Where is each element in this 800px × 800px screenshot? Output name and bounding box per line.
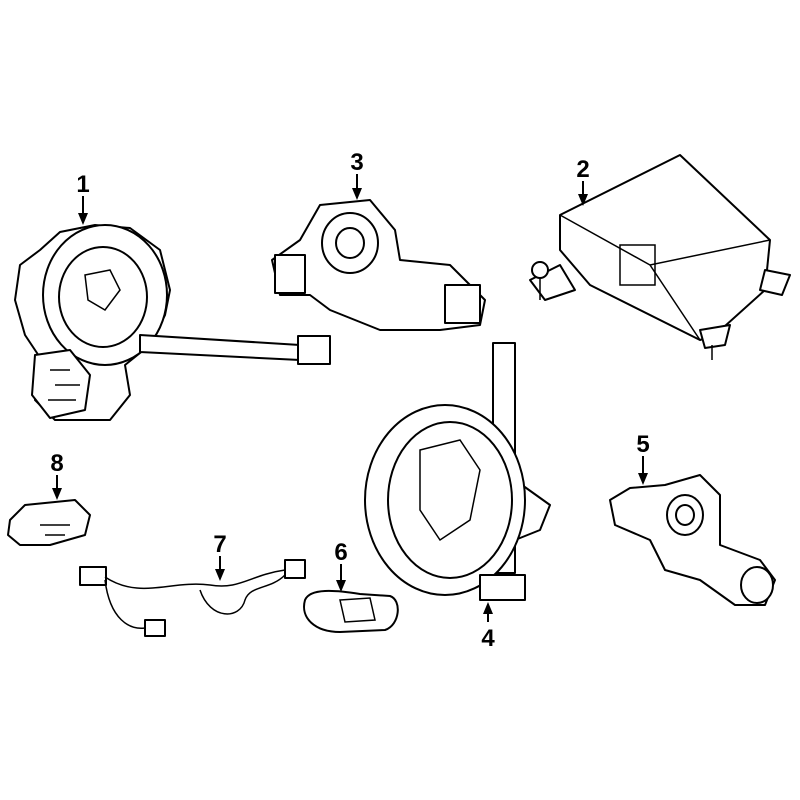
part-2-control-module[interactable] — [529, 154, 791, 360]
callout-5: 5 — [636, 431, 650, 485]
callout-number-1: 1 — [76, 171, 89, 198]
part-3-sensor[interactable] — [271, 199, 486, 331]
part-6-sensor[interactable] — [303, 589, 399, 633]
callout-number-6: 6 — [334, 539, 347, 566]
callout-number-3: 3 — [350, 149, 363, 176]
part-7-harness[interactable] — [79, 559, 306, 637]
callout-7: 7 — [213, 531, 227, 581]
callout-3: 3 — [350, 149, 364, 200]
callout-8: 8 — [50, 450, 64, 500]
callout-6: 6 — [334, 539, 348, 592]
callout-number-5: 5 — [636, 431, 649, 458]
callout-4: 4 — [481, 602, 495, 652]
part-1-clock-spring[interactable] — [14, 224, 331, 421]
part-5-sensor[interactable] — [609, 474, 776, 606]
part-8-sensor[interactable] — [7, 499, 91, 546]
callout-number-7: 7 — [213, 531, 226, 558]
callout-number-4: 4 — [481, 625, 495, 652]
callout-2: 2 — [576, 156, 590, 206]
callout-number-2: 2 — [576, 156, 589, 183]
callout-number-8: 8 — [50, 450, 63, 477]
callout-1: 1 — [76, 171, 90, 225]
part-4-ring[interactable] — [364, 342, 551, 601]
